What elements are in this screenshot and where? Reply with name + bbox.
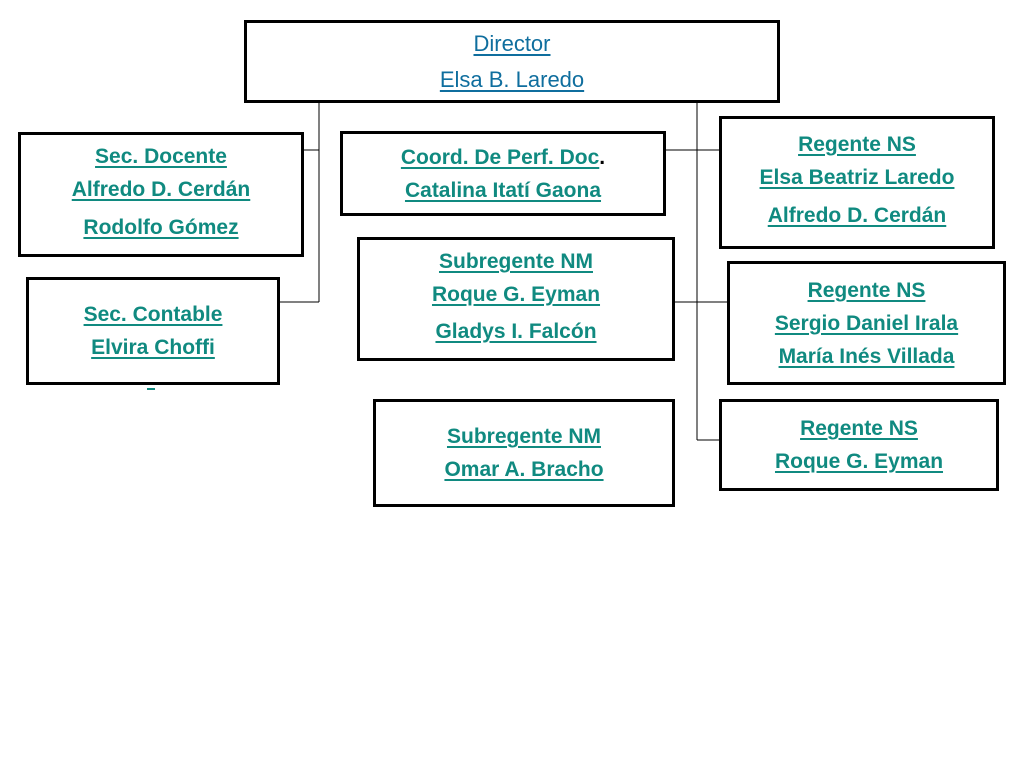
regente-1-box: Regente NS Elsa Beatriz Laredo Alfredo D…	[719, 116, 995, 249]
subregente-2-name-link[interactable]: Omar A. Bracho	[444, 458, 604, 481]
regente-3-box: Regente NS Roque G. Eyman	[719, 399, 999, 491]
regente-2-name2-link[interactable]: María Inés Villada	[778, 344, 955, 368]
subregente-2-box: Subregente NM Omar A. Bracho	[373, 399, 675, 507]
subregente-1-box: Subregente NM Roque G. Eyman Gladys I. F…	[357, 237, 675, 361]
regente-3-title-link[interactable]: Regente NS	[800, 417, 918, 440]
director-name-link[interactable]: Elsa B. Laredo	[439, 66, 585, 92]
sec-docente-name1-link[interactable]: Alfredo D. Cerdán	[71, 177, 251, 201]
regente-2-box: Regente NS Sergio Daniel Irala María Iné…	[727, 261, 1006, 385]
subregente-1-name2-link[interactable]: Gladys I. Falcón	[435, 320, 597, 343]
sec-contable-name-link[interactable]: Elvira Choffi	[91, 336, 215, 359]
sec-docente-title-link[interactable]: Sec. Docente	[95, 144, 227, 168]
sec-contable-title-link[interactable]: Sec. Contable	[83, 303, 223, 326]
regente-2-title-link[interactable]: Regente NS	[807, 278, 926, 302]
sec-docente-name2-link[interactable]: Rodolfo Gómez	[83, 215, 239, 239]
sec-docente-box: Sec. Docente Alfredo D. Cerdán Rodolfo G…	[18, 132, 304, 257]
director-title-link[interactable]: Director	[473, 30, 551, 56]
regente-1-title-link[interactable]: Regente NS	[798, 132, 916, 156]
subregente-2-title-link[interactable]: Subregente NM	[446, 425, 601, 448]
regente-1-name1-link[interactable]: Elsa Beatriz Laredo	[759, 165, 955, 189]
coord-title-link[interactable]: Coord. De Perf. Doc	[400, 145, 600, 169]
subregente-1-title-link[interactable]: Subregente NM	[438, 250, 593, 273]
coord-title-suffix: .	[599, 145, 606, 169]
coord-name-link[interactable]: Catalina Itatí Gaona	[404, 178, 602, 202]
regente-3-name-link[interactable]: Roque G. Eyman	[774, 450, 944, 473]
director-box: Director Elsa B. Laredo	[244, 20, 780, 103]
sec-contable-box: Sec. Contable Elvira Choffi	[26, 277, 280, 385]
regente-1-name2-link[interactable]: Alfredo D. Cerdán	[767, 203, 947, 227]
coord-box: Coord. De Perf. Doc. Catalina Itatí Gaon…	[340, 131, 666, 216]
subregente-1-name1-link[interactable]: Roque G. Eyman	[431, 283, 601, 306]
regente-2-name1-link[interactable]: Sergio Daniel Irala	[774, 311, 959, 335]
empty-link-underline[interactable]	[147, 388, 155, 390]
